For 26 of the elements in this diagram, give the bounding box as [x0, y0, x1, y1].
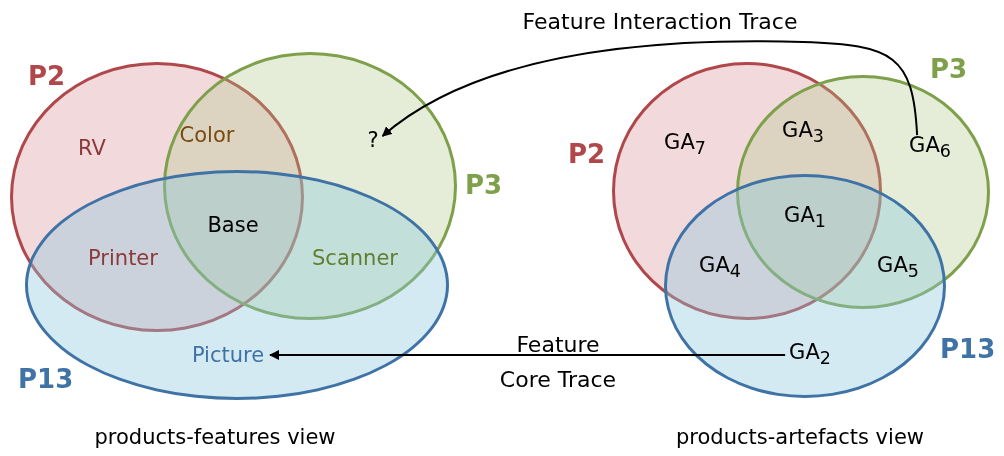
view-caption: products-features view: [94, 426, 336, 448]
region-label: GA$_{7}$: [664, 132, 706, 158]
region-label: GA$_{1}$: [784, 205, 826, 231]
set-label: P2: [568, 141, 606, 167]
set-label: P13: [18, 366, 74, 392]
edge-label: Feature Core Trace: [498, 330, 618, 394]
region-label: Printer: [88, 247, 158, 269]
region-label: GA$_{4}$: [699, 255, 741, 281]
set-label: P3: [930, 56, 968, 82]
region-label: GA$_{6}$: [909, 135, 951, 161]
region-label: Base: [207, 214, 259, 236]
region-label: GA$_{2}$: [789, 342, 831, 368]
region-label: Color: [179, 124, 235, 146]
set-label: P2: [28, 63, 66, 89]
edge-label: Feature Interaction Trace: [522, 9, 798, 35]
region-label: GA$_{3}$: [782, 120, 824, 146]
arrow: [381, 40, 919, 137]
region-label: RV: [78, 137, 106, 159]
set-label: P13: [940, 336, 996, 362]
region-label: Picture: [191, 344, 265, 366]
arrow: [269, 350, 787, 360]
set-label: P3: [465, 172, 503, 198]
view-caption: products-artefacts view: [676, 426, 924, 448]
region-label: GA$_{5}$: [877, 255, 919, 281]
region-label: ?: [367, 129, 379, 151]
region-label: Scanner: [312, 247, 398, 269]
